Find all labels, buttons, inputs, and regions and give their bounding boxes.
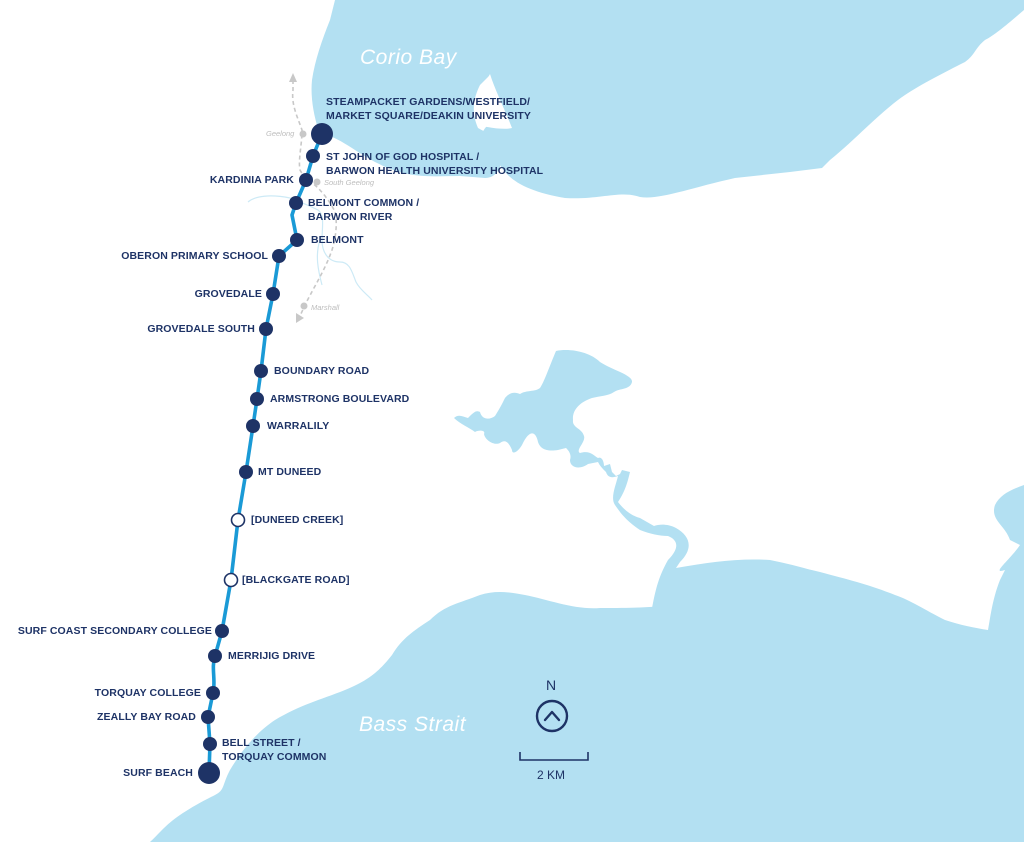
station-surf-coast-secondary[interactable] bbox=[215, 624, 229, 638]
station-grovedale-south[interactable] bbox=[259, 322, 273, 336]
rail-label-geelong: Geelong bbox=[266, 129, 295, 138]
station-merrijig-drive[interactable] bbox=[208, 649, 222, 663]
label-grovedale: GROVEDALE bbox=[194, 288, 262, 300]
label-warralily: WARRALILY bbox=[267, 420, 330, 432]
station-surf-beach[interactable] bbox=[198, 762, 220, 784]
rail-label-marshall: Marshall bbox=[311, 303, 340, 312]
compass-circle-icon bbox=[535, 699, 569, 733]
label-belmont-common: BELMONT COMMON / BARWON RIVER bbox=[308, 196, 419, 224]
rail-station-south-geelong bbox=[313, 178, 321, 186]
label-st-john-of-god: ST JOHN OF GOD HOSPITAL / BARWON HEALTH … bbox=[326, 150, 543, 178]
bass-strait-water bbox=[150, 485, 1024, 842]
station-steampacket[interactable] bbox=[311, 123, 333, 145]
station-warralily[interactable] bbox=[246, 419, 260, 433]
station-oberon-primary[interactable] bbox=[272, 249, 286, 263]
station-bell-street[interactable] bbox=[203, 737, 217, 751]
label-bass-strait: Bass Strait bbox=[359, 713, 467, 736]
heavy-rail-line bbox=[291, 80, 338, 317]
label-mt-duneed: MT DUNEED bbox=[258, 466, 322, 478]
station-belmont-common[interactable] bbox=[289, 196, 303, 210]
label-merrijig-drive: MERRIJIG DRIVE bbox=[228, 650, 316, 662]
station-armstrong-boulevard[interactable] bbox=[250, 392, 264, 406]
corio-bay-water bbox=[311, 0, 1024, 199]
station-st-john-of-god[interactable] bbox=[306, 149, 320, 163]
rail-arrow-north bbox=[289, 73, 297, 82]
station-zeally-bay-road[interactable] bbox=[201, 710, 215, 724]
compass-north-label: N bbox=[546, 677, 557, 693]
label-steampacket: STEAMPACKET GARDENS/WESTFIELD/ MARKET SQ… bbox=[326, 95, 531, 123]
station-blackgate-road[interactable] bbox=[223, 572, 239, 588]
label-grovedale-south: GROVEDALE SOUTH bbox=[147, 323, 255, 335]
label-surf-beach: SURF BEACH bbox=[123, 767, 193, 779]
label-armstrong-boulevard: ARMSTRONG BOULEVARD bbox=[270, 393, 410, 405]
station-duneed-creek[interactable] bbox=[230, 512, 246, 528]
rail-station-geelong bbox=[299, 130, 307, 138]
route-line bbox=[206, 132, 324, 774]
station-kardinia-park[interactable] bbox=[299, 173, 313, 187]
label-boundary-road: BOUNDARY ROAD bbox=[274, 365, 370, 377]
scale-bar bbox=[519, 752, 589, 761]
station-grovedale[interactable] bbox=[266, 287, 280, 301]
label-oberon-primary: OBERON PRIMARY SCHOOL bbox=[121, 250, 268, 262]
station-torquay-college[interactable] bbox=[206, 686, 220, 700]
barwon-river bbox=[247, 195, 373, 301]
label-line-1: BELMONT COMMON / bbox=[308, 197, 420, 209]
rail-station-marshall bbox=[300, 302, 308, 310]
compass-chevron-up-icon bbox=[543, 710, 561, 722]
label-line-2: BARWON HEALTH UNIVERSITY HOSPITAL bbox=[326, 165, 544, 177]
label-duneed-creek: [DUNEED CREEK] bbox=[251, 514, 344, 526]
label-line-1: BELL STREET / bbox=[222, 737, 301, 749]
station-mt-duneed[interactable] bbox=[239, 465, 253, 479]
waurn-ponds-creek bbox=[316, 239, 323, 286]
label-kardinia-park: KARDINIA PARK bbox=[209, 174, 294, 186]
label-line-1: ST JOHN OF GOD HOSPITAL / bbox=[326, 151, 480, 163]
label-line-1: STEAMPACKET GARDENS/WESTFIELD/ bbox=[326, 96, 531, 108]
label-surf-coast-secondary: SURF COAST SECONDARY COLLEGE bbox=[17, 625, 212, 637]
label-belmont: BELMONT bbox=[311, 234, 364, 246]
label-bell-street: BELL STREET / TORQUAY COMMON bbox=[222, 736, 326, 764]
station-boundary-road[interactable] bbox=[254, 364, 268, 378]
label-line-2: BARWON RIVER bbox=[308, 211, 393, 223]
label-corio-bay: Corio Bay bbox=[360, 46, 457, 69]
label-blackgate-road: [BLACKGATE ROAD] bbox=[242, 574, 350, 586]
rail-arrow-south bbox=[296, 313, 304, 323]
label-line-2: TORQUAY COMMON bbox=[222, 751, 327, 763]
land-peninsula bbox=[474, 74, 512, 129]
station-belmont[interactable] bbox=[290, 233, 304, 247]
label-line-2: MARKET SQUARE/DEAKIN UNIVERSITY bbox=[326, 110, 531, 122]
label-zeally-bay-road: ZEALLY BAY ROAD bbox=[97, 711, 196, 723]
label-torquay-college: TORQUAY COLLEGE bbox=[94, 687, 201, 699]
rail-label-south-geelong: South Geelong bbox=[324, 178, 375, 187]
scale-label: 2 KM bbox=[537, 768, 566, 782]
